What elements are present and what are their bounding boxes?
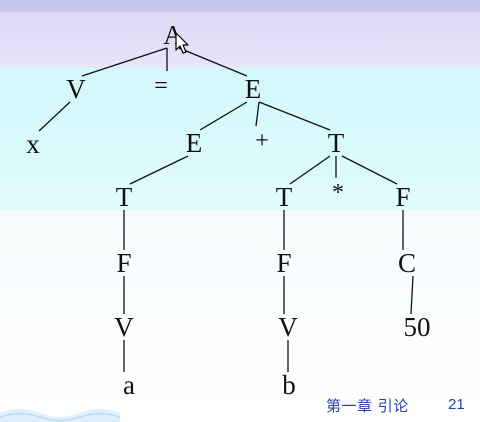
- decorative-wave: [0, 409, 120, 422]
- tree-edge-E1-T1: [258, 101, 331, 131]
- page-number: 21: [448, 396, 465, 413]
- tree-node-plus: +: [255, 128, 269, 154]
- tree-edge-C-n50: [410, 275, 414, 315]
- tree-edge-V1-x: [38, 101, 71, 132]
- tree-edge-E2-T2: [129, 155, 189, 185]
- tree-edge-E1-E2: [199, 101, 248, 131]
- tree-node-T2: T: [116, 182, 133, 212]
- tree-node-V3: V: [278, 312, 298, 342]
- tree-node-T3: T: [276, 182, 293, 212]
- tree-node-x: x: [26, 129, 40, 159]
- tree-edge-A-V1: [81, 47, 168, 77]
- tree-node-b: b: [282, 370, 296, 400]
- tree-node-V1: V: [66, 74, 86, 104]
- tree-edges: [38, 47, 414, 372]
- tree-node-F1: F: [395, 182, 410, 212]
- top-band: [0, 0, 480, 12]
- tree-node-V2: V: [114, 312, 134, 342]
- tree-node-C: C: [398, 248, 416, 278]
- tree-node-E2: E: [186, 128, 203, 158]
- tree-node-T1: T: [328, 128, 345, 158]
- mouse-pointer-icon: [175, 32, 189, 54]
- purple-band: [0, 12, 480, 68]
- tree-edge-T1-F1: [341, 155, 398, 185]
- tree-node-F3: F: [276, 248, 291, 278]
- tree-edge-E1-plus: [255, 101, 260, 127]
- tree-node-a: a: [123, 370, 135, 400]
- tree-edge-A-E1: [178, 47, 248, 77]
- white-band: [0, 210, 480, 422]
- chapter-title: 第一章 引论: [326, 397, 409, 415]
- tree-node-eq: =: [154, 73, 168, 99]
- tree-node-star: *: [332, 180, 344, 206]
- tree-node-n50: 50: [404, 312, 431, 342]
- tree-edge-T1-T3: [289, 155, 331, 185]
- tree-node-F2: F: [116, 248, 131, 278]
- cyan-band: [0, 68, 480, 210]
- tree-node-E1: E: [245, 74, 262, 104]
